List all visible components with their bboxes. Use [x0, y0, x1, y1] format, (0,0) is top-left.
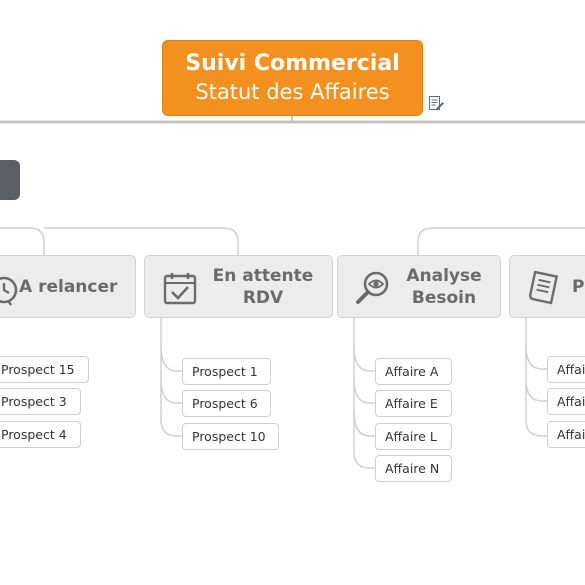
category-label: P [572, 277, 585, 297]
leaf-label: Affaire L [385, 429, 437, 444]
category-label-line1: Analyse [406, 266, 482, 286]
leaf-prospect[interactable]: Prospect 1 [182, 358, 271, 385]
leaf-label: Affaire [557, 362, 585, 377]
leaf-label: Affaire N [385, 461, 440, 476]
document-list-icon [529, 270, 559, 305]
leaf-label: Prospect 1 [192, 364, 258, 379]
leaf-label: Prospect 3 [1, 394, 67, 409]
category-label: A relancer [19, 277, 118, 297]
leaf-label: Affaire [557, 394, 585, 409]
leaf-label: Prospect 6 [192, 396, 258, 411]
category-a-relancer[interactable]: A relancer [0, 255, 136, 318]
leaf-prospect[interactable]: Prospect 15 [0, 356, 89, 383]
root-subtitle: Statut des Affaires [195, 80, 390, 104]
leaf-affaire[interactable]: Affaire [547, 356, 585, 383]
leaf-affaire[interactable]: Affaire [547, 421, 585, 448]
calendar-check-icon [163, 273, 197, 305]
category-label-line1: En attente [212, 266, 314, 286]
leaf-label: Affaire A [385, 364, 439, 379]
category-en-attente-rdv[interactable]: En attente RDV [144, 255, 333, 318]
leaf-affaire[interactable]: Affaire [547, 388, 585, 415]
leaf-affaire[interactable]: Affaire A [375, 358, 452, 385]
note-icon[interactable] [428, 95, 444, 111]
root-title: Suivi Commercial [185, 51, 400, 76]
leaf-label: Prospect 4 [1, 427, 67, 442]
leaf-label: Affaire [557, 427, 585, 442]
category-label: Analyse Besoin [398, 265, 490, 309]
category-label-line2: RDV [242, 288, 284, 308]
magnifier-eye-icon [356, 271, 389, 304]
leaf-label: Prospect 10 [192, 429, 266, 444]
category-analyse-besoin[interactable]: Analyse Besoin [337, 255, 501, 318]
root-topic[interactable]: Suivi Commercial Statut des Affaires [162, 40, 423, 116]
leaf-label: Prospect 15 [1, 362, 75, 377]
leaf-prospect[interactable]: Prospect 6 [182, 390, 271, 417]
leaf-prospect[interactable]: Prospect 10 [182, 423, 279, 450]
leaf-affaire[interactable]: Affaire L [375, 423, 452, 450]
alarm-clock-icon [0, 276, 18, 306]
leaf-affaire[interactable]: Affaire E [375, 390, 452, 417]
collapsed-topic-node[interactable] [0, 160, 20, 200]
category-label: En attente RDV [207, 265, 319, 309]
leaf-affaire[interactable]: Affaire N [375, 455, 452, 482]
category-label-line2: Besoin [411, 288, 477, 308]
leaf-prospect[interactable]: Prospect 3 [0, 388, 81, 415]
leaf-prospect[interactable]: Prospect 4 [0, 421, 81, 448]
leaf-label: Affaire E [385, 396, 438, 411]
category-p[interactable]: P [509, 255, 585, 318]
